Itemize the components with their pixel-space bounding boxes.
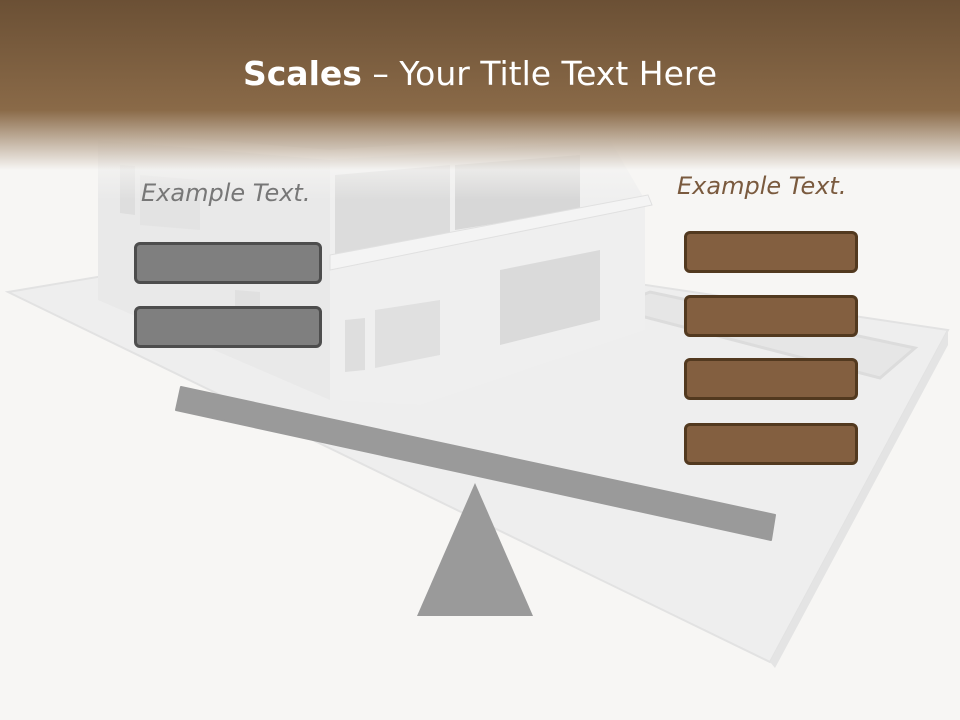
right-text-box-1[interactable] bbox=[684, 231, 858, 273]
slide-title[interactable]: Scales – Your Title Text Here bbox=[0, 52, 960, 96]
scale-beam bbox=[175, 386, 776, 541]
right-text-box-4[interactable] bbox=[684, 423, 858, 465]
title-bold-text: Scales bbox=[242, 54, 362, 93]
right-text-box-2[interactable] bbox=[684, 295, 858, 337]
title-rest-text: – Your Title Text Here bbox=[361, 54, 718, 93]
right-example-text[interactable]: Example Text. bbox=[677, 172, 847, 200]
left-text-box-1[interactable] bbox=[134, 242, 322, 284]
right-text-box-3[interactable] bbox=[684, 358, 858, 400]
scale-fulcrum bbox=[417, 483, 533, 616]
left-example-text[interactable]: Example Text. bbox=[141, 179, 311, 207]
title-banner bbox=[0, 0, 960, 200]
left-text-box-2[interactable] bbox=[134, 306, 322, 348]
